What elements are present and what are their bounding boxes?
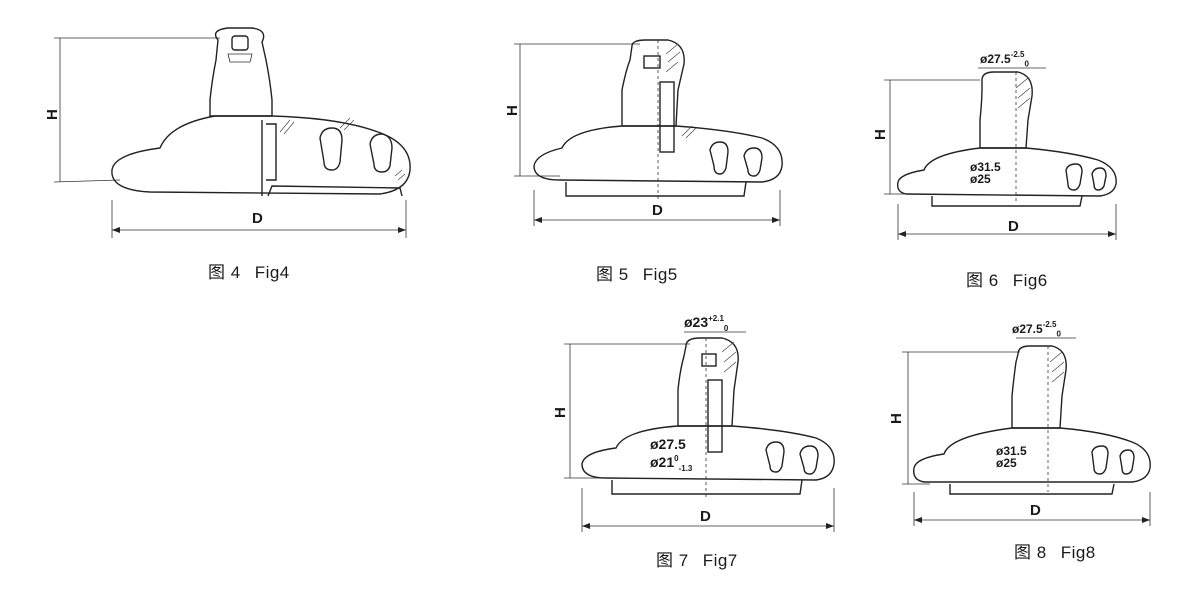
fig7-diameter-label: D <box>700 508 711 525</box>
fig7-insulator-drawing <box>564 331 835 532</box>
fig4-diameter-label: D <box>252 210 263 227</box>
fig7-note-low-sub: -1.3 <box>678 463 693 473</box>
fig6-note-top-sub: 0 <box>1024 59 1029 69</box>
fig7-note-top: ø23+2.10 <box>684 314 728 333</box>
fig6-note-top-base: ø27.5 <box>980 52 1011 66</box>
fig8-note-low: ø25 <box>996 456 1017 470</box>
fig6-note-top-sup: -2.5 <box>1010 50 1025 59</box>
figure-4: H D 图 4 Fig4 <box>40 20 420 283</box>
fig4-caption: 图 4 Fig4 <box>208 258 290 283</box>
fig5-caption-en: Fig5 <box>642 265 678 284</box>
fig8-note-top-sup: -2.5 <box>1042 320 1057 329</box>
fig8-caption-cn: 图 8 <box>1014 543 1047 562</box>
fig7-note-mid: ø27.5 <box>650 436 686 452</box>
fig6-note-low: ø25 <box>970 172 991 186</box>
fig7-note-top-base: ø23 <box>684 314 709 330</box>
fig6-note-top: ø27.5-2.50 <box>980 50 1029 68</box>
fig8-note-mid: ø31.5 <box>996 444 1027 458</box>
fig7-note-low-base: ø21 <box>650 454 675 470</box>
fig8-note-top-base: ø27.5 <box>1012 322 1043 336</box>
fig4-caption-en: Fig4 <box>254 263 290 282</box>
fig8-note-top: ø27.5-2.50 <box>1012 320 1061 338</box>
fig7-note-top-sub: 0 <box>723 323 729 333</box>
fig5-caption-cn: 图 5 <box>596 265 629 284</box>
fig7-note-low: ø210-1.3 <box>650 454 692 473</box>
fig8-note-top-sub: 0 <box>1056 329 1061 339</box>
fig4-caption-cn: 图 4 <box>208 263 241 282</box>
figure-6: ø27.5-2.50 ø31.5 ø25 H D 图 6 Fig6 <box>870 44 1140 294</box>
fig5-caption: 图 5 Fig5 <box>596 260 678 285</box>
fig4-insulator-drawing <box>53 27 411 238</box>
fig4-height-label: H <box>44 109 61 120</box>
fig6-caption-en: Fig6 <box>1012 271 1048 290</box>
fig6-height-label: H <box>872 129 889 140</box>
fig8-caption-en: Fig8 <box>1060 543 1096 562</box>
fig5-height-label: H <box>504 105 521 116</box>
fig8-insulator-drawing <box>902 337 1151 526</box>
fig7-note-top-sup: +2.1 <box>708 314 724 323</box>
figure-8: ø27.5-2.50 ø31.5 ø25 H D 图 8 Fig8 <box>880 312 1160 572</box>
fig7-note-low-sup: 0 <box>674 454 679 463</box>
fig5-diameter-label: D <box>652 202 663 219</box>
fig7-caption-en: Fig7 <box>702 551 738 570</box>
fig6-caption-cn: 图 6 <box>966 271 999 290</box>
fig6-insulator-drawing <box>884 67 1117 240</box>
fig6-diameter-label: D <box>1008 218 1019 235</box>
fig8-caption: 图 8 Fig8 <box>1014 538 1096 563</box>
fig7-caption-cn: 图 7 <box>656 551 689 570</box>
fig7-caption: 图 7 Fig7 <box>656 546 738 571</box>
fig7-height-label: H <box>552 407 569 418</box>
fig8-height-label: H <box>888 413 905 424</box>
fig6-note-mid: ø31.5 <box>970 160 1001 174</box>
figure-5: H D 图 5 Fig5 <box>500 30 800 290</box>
fig5-insulator-drawing <box>514 39 783 226</box>
fig8-diameter-label: D <box>1030 502 1041 519</box>
fig6-caption: 图 6 Fig6 <box>966 266 1048 291</box>
